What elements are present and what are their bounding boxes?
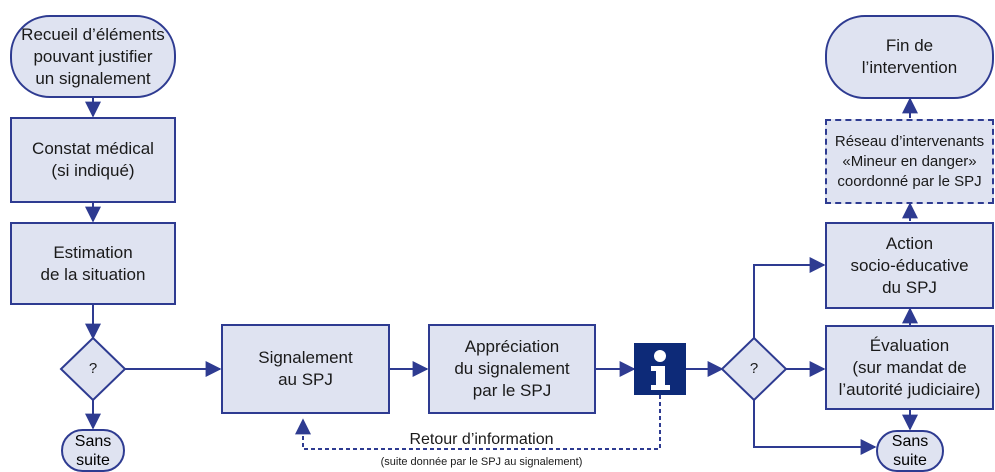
- feedback-label: Retour d’information: [409, 431, 554, 448]
- start-node-recueil: Recueil d’éléments pouvant justifier un …: [10, 15, 176, 98]
- appreciation-box: Appréciation du signalement par le SPJ: [428, 324, 596, 414]
- decision-left-label: ?: [88, 360, 98, 377]
- decision-diamond-left: [59, 336, 127, 402]
- constat-medical-box: Constat médical (si indiqué): [10, 117, 176, 203]
- info-icon: [634, 343, 686, 395]
- sans-suite-right: Sans suite: [876, 430, 944, 472]
- estimation-box: Estimation de la situation: [10, 222, 176, 305]
- signalement-box: Signalement au SPJ: [221, 324, 390, 414]
- feedback-sublabel: (suite donnée par le SPJ au signalement): [380, 456, 583, 468]
- decision-right-label: ?: [749, 360, 759, 377]
- sans-suite-left: Sans suite: [61, 429, 125, 472]
- decision-diamond-right: [720, 336, 788, 402]
- fin-intervention-node: Fin de l’intervention: [825, 15, 994, 99]
- action-socio-educative-box: Action socio-éducative du SPJ: [825, 222, 994, 309]
- reseau-intervenants-box: Réseau d’intervenants «Mineur en danger»…: [825, 119, 994, 204]
- evaluation-box: Évaluation (sur mandat de l’autorité jud…: [825, 325, 994, 410]
